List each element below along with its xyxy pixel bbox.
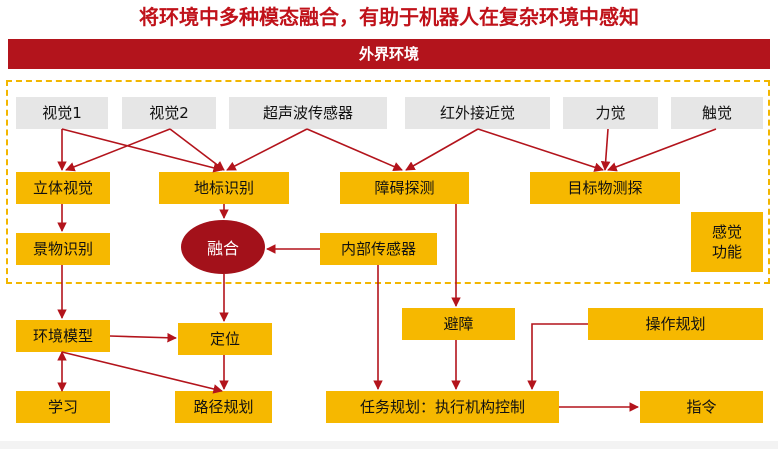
sensor-vision2: 视觉2 (122, 97, 216, 129)
sensor-ultrasonic: 超声波传感器 (229, 97, 387, 129)
node-internal-sensor: 内部传感器 (320, 233, 437, 265)
sensor-force: 力觉 (563, 97, 658, 129)
arrow-ultra-obstacle (306, 128, 403, 171)
node-learning: 学习 (16, 391, 110, 423)
arrow-ultra-landmark (226, 128, 308, 171)
arrow-vision2-landmark (169, 128, 225, 171)
arrow-opplan-task (527, 323, 588, 390)
fusion-node: 融合 (181, 220, 265, 274)
node-localization: 定位 (178, 323, 272, 355)
node-target-detect: 目标物测探 (530, 172, 680, 204)
arrow-force-target (600, 128, 611, 171)
arrow-infra-obstacle (405, 128, 479, 171)
node-landmark: 地标识别 (159, 172, 289, 204)
sense-function-label: 感觉 功能 (691, 212, 763, 272)
perception-region (6, 80, 770, 284)
arrow-envmodel-locate (109, 332, 177, 343)
node-scene-recognition: 景物识别 (16, 233, 110, 265)
footer-strip (0, 441, 778, 449)
node-task-plan: 任务规划：执行机构控制 (326, 391, 559, 423)
node-obstacle-detect: 障碍探测 (340, 172, 469, 204)
arrow-vision2-stereo (65, 128, 171, 172)
arrow-infra-target (477, 128, 604, 172)
node-path-plan: 路径规划 (175, 391, 272, 423)
environment-banner: 外界环境 (8, 39, 770, 69)
sensor-touch: 触觉 (671, 97, 763, 129)
node-operation-plan: 操作规划 (588, 308, 763, 340)
slide-title: 将环境中多种模态融合，有助于机器人在复杂环境中感知 (139, 5, 639, 29)
node-command: 指令 (640, 391, 763, 423)
node-stereo-vision: 立体视觉 (16, 172, 110, 204)
arrow-touch-target (607, 128, 717, 172)
arrow-envmodel-path (61, 351, 223, 394)
node-avoidance: 避障 (402, 308, 515, 340)
arrow-vision1-landmark (61, 128, 223, 173)
sensor-infrared: 红外接近觉 (405, 97, 550, 129)
sense-function-line2: 功能 (711, 243, 742, 261)
node-environment-model: 环境模型 (16, 320, 110, 352)
sensor-vision1: 视觉1 (16, 97, 108, 129)
sense-function-line1: 感觉 (711, 223, 742, 241)
